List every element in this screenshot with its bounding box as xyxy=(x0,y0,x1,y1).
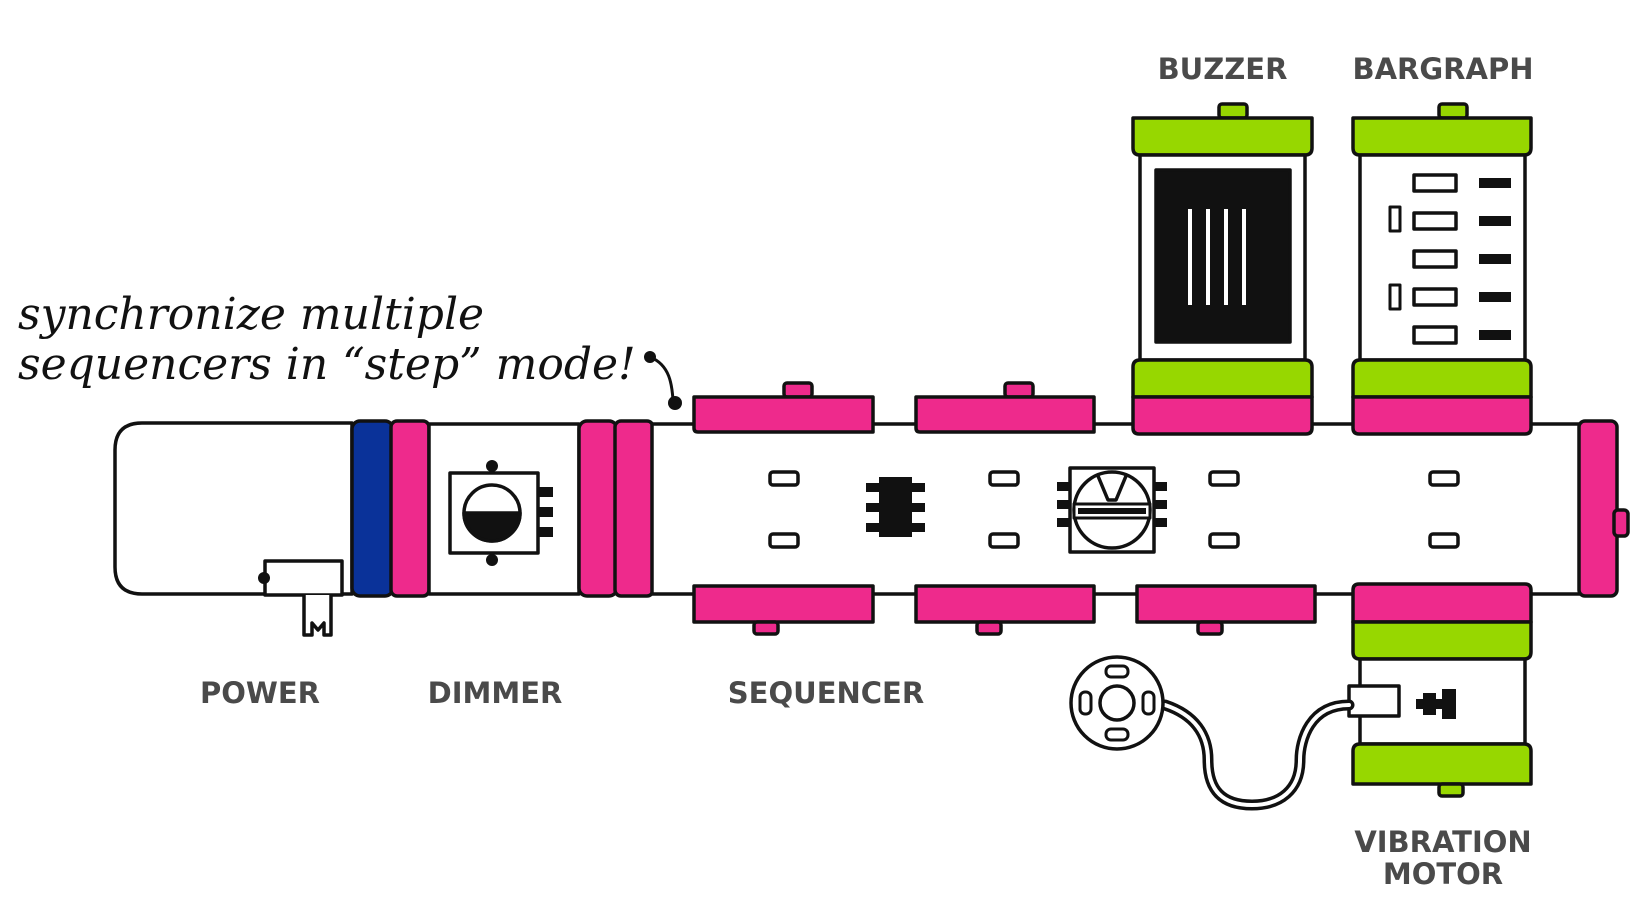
power-module xyxy=(113,419,431,637)
dimmer-label: DIMMER xyxy=(427,676,563,710)
vibration-motor-label-line-2: MOTOR xyxy=(1382,857,1504,891)
bargraph-label: BARGRAPH xyxy=(1352,52,1534,86)
vibration-motor-module xyxy=(1069,582,1533,811)
buzzer-module xyxy=(1131,102,1314,436)
annotation-arrow xyxy=(644,351,682,410)
vibration-motor-label: VIBRATION MOTOR xyxy=(1338,826,1548,890)
sequencer-label: SEQUENCER xyxy=(727,676,925,710)
sequencer-module xyxy=(650,381,1630,636)
annotation-line-1: synchronize multiple xyxy=(18,289,485,340)
power-label: POWER xyxy=(199,676,321,710)
dimmer-module xyxy=(427,419,655,598)
buzzer-label: BUZZER xyxy=(1157,52,1288,86)
annotation-text: synchronize multiple sequencers in “step… xyxy=(18,290,636,390)
annotation-line-2: sequencers in “step” mode! xyxy=(18,339,636,390)
vibration-motor-label-line-1: VIBRATION xyxy=(1354,825,1532,859)
bargraph-module xyxy=(1351,102,1533,436)
